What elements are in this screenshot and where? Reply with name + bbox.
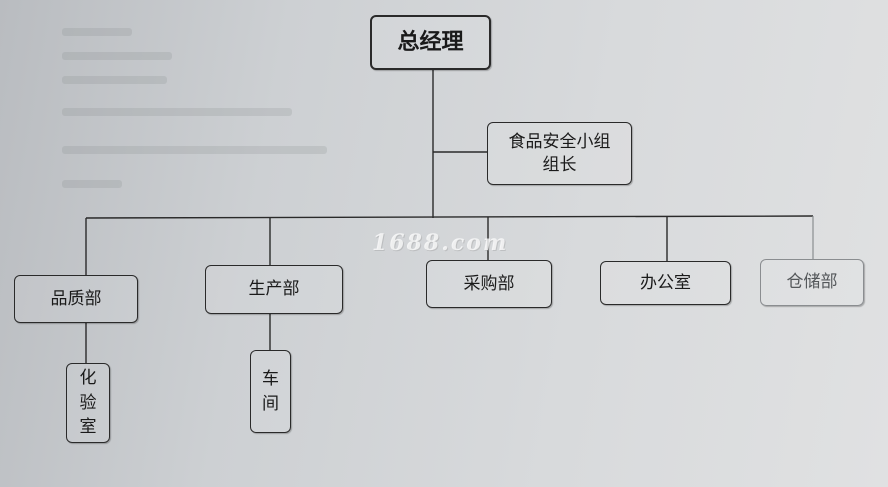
lab-char: 化 [79,368,97,389]
quality-department-label: 品质部 [50,288,102,309]
warehouse-department-box: 仓储部 [760,259,864,306]
bleed-through-line [62,52,172,60]
lab-box: 化 验 室 [66,363,110,443]
food-safety-group-box: 食品安全小组 组长 [487,122,632,185]
warehouse-department-label: 仓储部 [786,272,838,293]
office-label: 办公室 [640,272,691,293]
watermark-text: 1688.com [372,230,509,256]
workshop-char: 车 [262,368,279,389]
bleed-through-line [62,28,132,36]
lab-char: 验 [79,392,97,413]
general-manager-label: 总经理 [397,29,464,55]
purchasing-department-label: 采购部 [463,273,515,294]
quality-department-box: 品质部 [14,275,138,323]
production-department-box: 生产部 [205,265,343,314]
bleed-through-line [62,76,167,84]
general-manager-box: 总经理 [370,15,491,70]
food-safety-group-label: 食品安全小组 组长 [508,131,611,175]
workshop-char: 间 [262,393,279,414]
office-box: 办公室 [600,261,731,305]
bleed-through-line [62,180,122,188]
purchasing-department-box: 采购部 [426,260,552,308]
lab-char: 室 [79,417,97,438]
bleed-through-line [62,108,292,116]
department-bus-line [85,215,814,219]
bleed-through-line [62,146,327,154]
workshop-box: 车 间 [250,350,291,433]
production-department-label: 生产部 [248,279,300,300]
